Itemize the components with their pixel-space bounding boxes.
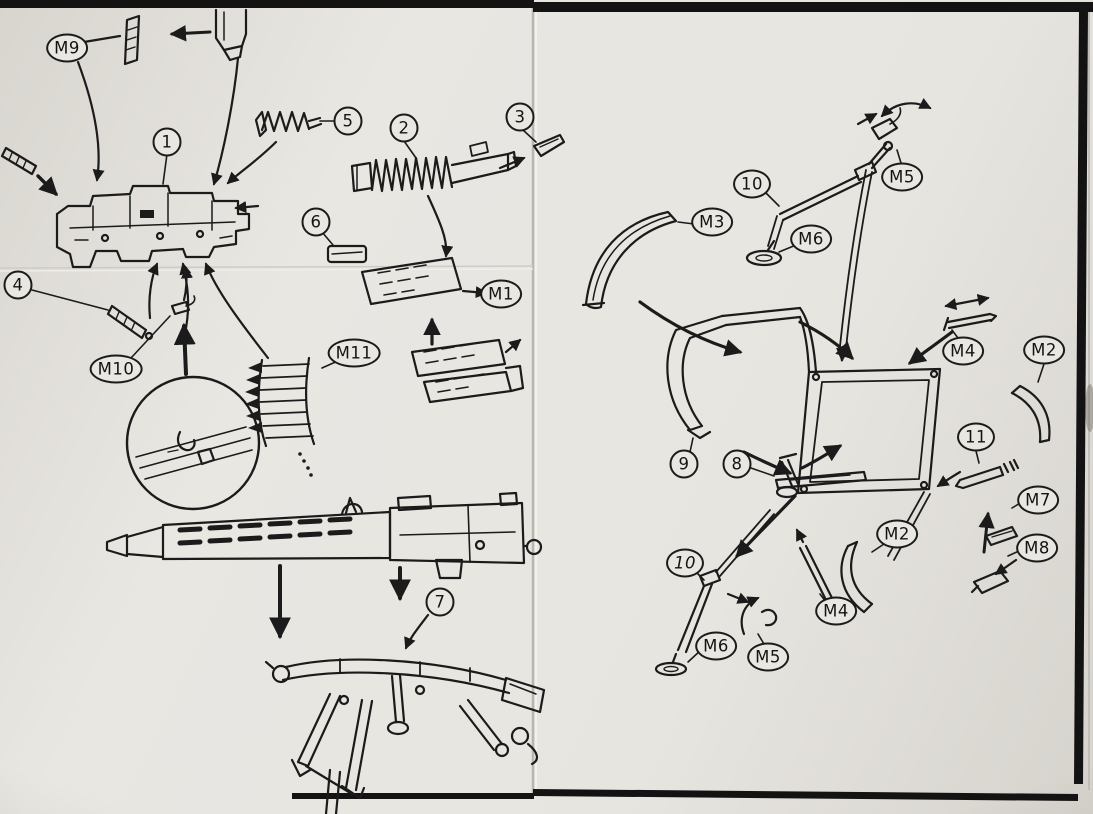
callout-7: 7 — [425, 587, 455, 617]
latch-lower-drawing — [740, 596, 778, 645]
foot-pad-upper-drawing — [745, 239, 797, 267]
callout-m11: M11 — [327, 338, 381, 368]
callout-m10: M10 — [89, 354, 143, 384]
tripod-cradle-drawing — [264, 658, 546, 814]
callout-m8: M8 — [1016, 533, 1058, 563]
callout-1: 1 — [152, 127, 182, 157]
traverse-cylinder-drawing — [954, 450, 1020, 490]
tripod-leg-upper-drawing — [764, 140, 894, 250]
callout-m6-lower: M6 — [695, 631, 737, 661]
callout-3: 3 — [505, 102, 535, 132]
tripod-leg-lower-drawing — [654, 509, 775, 677]
pivot-pin-drawing — [750, 452, 800, 499]
callout-m2-right: M2 — [1023, 335, 1065, 365]
callout-m5-top: M5 — [881, 162, 923, 192]
callout-m6-top: M6 — [790, 224, 832, 254]
callout-10-lower: 10 — [666, 548, 704, 578]
callout-11: 11 — [957, 422, 995, 452]
locking-pin-upper-drawing — [942, 293, 998, 339]
belt-feed-magnified-detail-drawing — [125, 322, 261, 511]
callout-m2-lower: M2 — [876, 519, 918, 549]
recoil-spring-drawing — [226, 110, 335, 185]
callout-m7: M7 — [1017, 485, 1059, 515]
bracket-m8-drawing — [970, 549, 1022, 595]
callout-m1: M1 — [480, 279, 522, 309]
callout-m9: M9 — [46, 33, 88, 63]
callout-6: 6 — [301, 207, 331, 237]
callout-9: 9 — [669, 449, 699, 479]
barrel-with-spring-drawing — [350, 129, 566, 258]
callout-5: 5 — [333, 106, 363, 136]
assembled-machine-gun-drawing — [105, 491, 543, 650]
callout-m4-lower: M4 — [815, 596, 857, 626]
heat-shield-lower-drawing — [410, 317, 525, 404]
belt-clip-drawing — [130, 266, 196, 359]
bracket-m7-drawing — [978, 501, 1023, 554]
callout-m3: M3 — [691, 207, 733, 237]
screw-pin-upper-left-drawing — [0, 146, 58, 196]
callout-2: 2 — [389, 113, 419, 143]
carry-strap-drawing — [581, 210, 743, 357]
curved-tube-right-drawing — [1010, 363, 1051, 444]
callout-4: 4 — [3, 270, 33, 300]
callout-m4-right: M4 — [942, 336, 984, 366]
callout-10-top: 10 — [733, 169, 771, 199]
bolt-and-charging-handle-drawing — [76, 8, 248, 186]
callout-8: 8 — [722, 449, 752, 479]
callout-m5-lower: M5 — [747, 642, 789, 672]
